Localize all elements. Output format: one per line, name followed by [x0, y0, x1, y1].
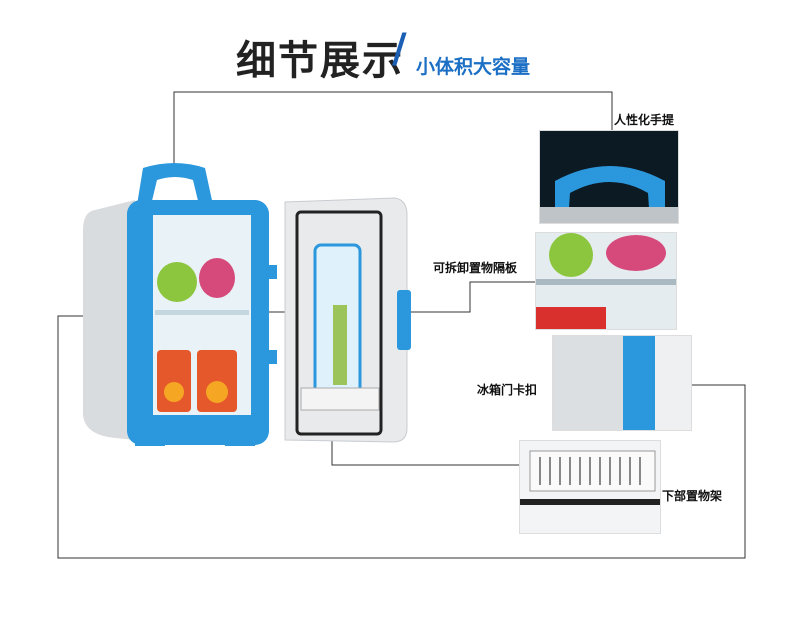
mini-fridge-illustration: [83, 163, 411, 446]
callout-handle: 人性化手提: [614, 113, 675, 127]
latch-detail-image: [552, 335, 692, 431]
dragon-fruit: [199, 258, 235, 298]
handle-detail-image: [539, 130, 679, 224]
door-latch: [397, 290, 411, 350]
callout-bottom-rack: 下部置物架: [662, 489, 723, 503]
drink-can-left: [157, 350, 191, 412]
latch-leader-line: [57, 315, 746, 559]
fridge-handle: [137, 163, 213, 205]
title-separator: /: [392, 26, 407, 72]
fridge-shelf: [155, 310, 249, 315]
door-bottle: [333, 305, 347, 385]
page-subtitle: 小体积大容量: [416, 56, 531, 78]
rack-detail-image: [519, 440, 661, 534]
shelf-detail-image: [535, 232, 677, 330]
fridge-body-side: [83, 200, 135, 440]
apple: [157, 262, 197, 302]
page-title: 细节展示: [236, 38, 404, 84]
door-bottom-rack: [300, 387, 380, 411]
callout-latch: 冰箱门卡扣: [477, 383, 538, 397]
handle-leader-line: [173, 91, 613, 165]
callout-shelf: 可拆卸置物隔板: [433, 261, 518, 275]
